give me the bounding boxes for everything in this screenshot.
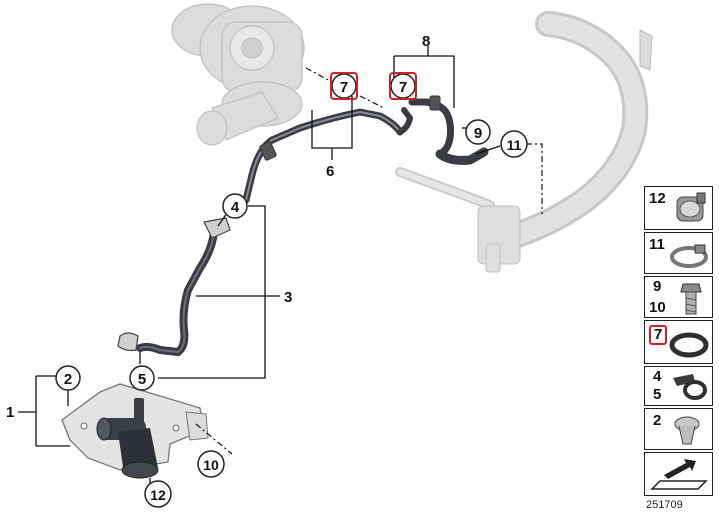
callout-9-label: 9 xyxy=(474,125,482,142)
legend-item-9-label: 9 xyxy=(653,278,662,295)
callout-11 xyxy=(500,130,528,158)
callout-10-label: 10 xyxy=(203,457,219,473)
push-clip-icon xyxy=(674,416,700,445)
callout-10 xyxy=(197,450,225,478)
callout-12 xyxy=(144,480,172,508)
callout-7a-highlight xyxy=(330,72,358,100)
water-pump-assembly xyxy=(61,383,209,479)
legend-item-12[interactable]: 12 xyxy=(644,186,713,230)
legend-item-2-label: 2 xyxy=(653,412,662,429)
callout-7a-label: 7 xyxy=(340,79,348,96)
hose-upper xyxy=(242,107,413,204)
legend-item-11[interactable]: 11 xyxy=(644,232,713,274)
hose-clip-icon xyxy=(673,374,707,400)
callout-4 xyxy=(222,193,248,219)
callout-11-label: 11 xyxy=(507,137,522,153)
callout-2-label: 2 xyxy=(64,371,72,388)
legend-item-11-label: 11 xyxy=(649,236,665,253)
callout-7b-highlight xyxy=(389,72,417,100)
legend-item-12-label: 12 xyxy=(649,190,666,207)
view-direction-box[interactable] xyxy=(644,452,713,496)
label-1: 1 xyxy=(6,404,14,421)
callout-12-label: 12 xyxy=(150,487,166,503)
clamp-ring-icon xyxy=(670,244,708,268)
callout-9 xyxy=(465,119,491,145)
hose-3 xyxy=(117,217,231,356)
legend-item-2[interactable]: 2 xyxy=(644,408,713,450)
label-8: 8 xyxy=(422,33,430,50)
legend-item-4-5[interactable]: 4 5 xyxy=(644,366,713,406)
callout-7b-label: 7 xyxy=(399,79,407,96)
callout-2 xyxy=(55,365,81,391)
hose-8 xyxy=(408,95,489,165)
legend-item-4-label: 4 xyxy=(653,368,662,385)
legend-item-9-10[interactable]: 9 10 xyxy=(644,276,713,318)
legend-item-10-label: 10 xyxy=(649,299,666,316)
callout-5-label: 5 xyxy=(138,371,146,388)
hose-clamp-icon xyxy=(676,192,706,222)
legend-item-7-label: 7 xyxy=(649,325,668,345)
label-3: 3 xyxy=(284,289,292,306)
document-id: 251709 xyxy=(646,499,683,511)
label-6: 6 xyxy=(326,163,334,180)
o-ring-icon xyxy=(669,332,709,358)
exhaust-pipe-ghost xyxy=(395,11,653,273)
legend-item-5-label: 5 xyxy=(653,386,662,403)
dashed-leaders xyxy=(195,67,543,455)
callout-4-label: 4 xyxy=(231,199,240,216)
callouts: 2 4 5 7 7 9 11 10 12 xyxy=(55,72,528,508)
view-direction-arrow-icon xyxy=(650,459,708,490)
callout-5 xyxy=(129,365,155,391)
bolt-icon xyxy=(680,283,702,315)
turbocharger-ghost xyxy=(171,3,305,146)
legend-item-7[interactable]: 7 xyxy=(644,320,713,364)
